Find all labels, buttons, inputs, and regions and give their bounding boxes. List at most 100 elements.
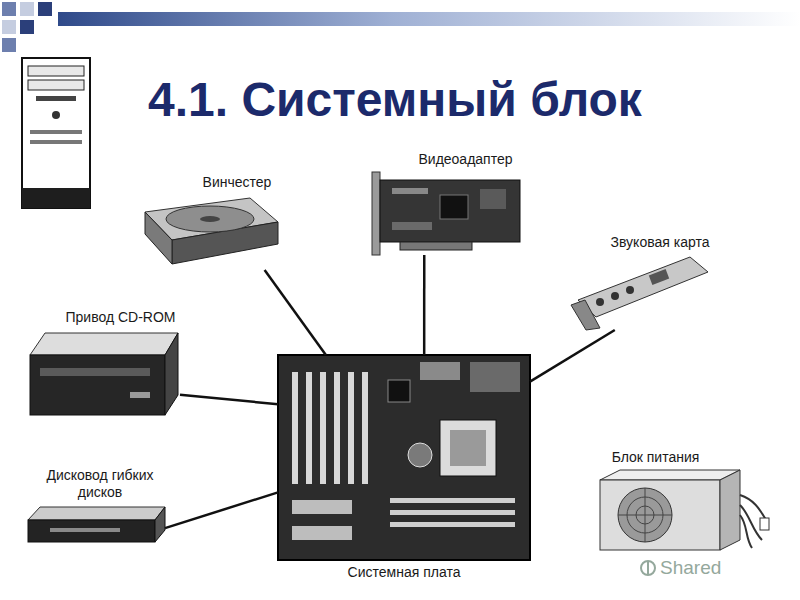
sound-card-picture [578,257,708,317]
cd-rom-picture [165,333,178,415]
connector-line [265,270,326,355]
cd-rom-picture [40,368,150,376]
sound-card-picture [596,298,604,306]
header-decoration [2,2,16,16]
sound-card-picture [649,269,669,285]
tower-picture [36,96,76,101]
cd-rom-picture [130,392,150,398]
motherboard-picture [362,372,368,484]
motherboard-picture [292,500,352,514]
cd-rom-picture [30,333,178,355]
hard-drive-picture [166,206,254,232]
motherboard-picture [408,443,432,467]
power-supply-picture [600,470,769,550]
component-area [25,505,165,547]
header-decoration [58,12,800,26]
watermark-icon [641,561,655,575]
connector-line [165,492,278,528]
power-supply-picture [618,488,672,542]
video-card-picture [400,242,472,250]
motherboard-picture [390,510,515,515]
connector-line [180,395,278,404]
sound-card-picture [626,286,634,294]
watermark-icon [647,561,649,575]
header-decoration [20,2,34,16]
component-label: Звуковая карта [611,234,710,251]
component-node: Винчестер [140,174,280,270]
component-label: Блок питания [612,449,700,466]
video-card-picture [372,172,520,255]
power-supply-picture [645,488,646,542]
video-card-picture [392,222,432,230]
motherboard-picture [292,526,352,540]
motherboard-picture [348,372,354,484]
hard-drive-picture [200,216,220,222]
power-supply-picture [600,480,720,550]
tower-picture [22,58,90,208]
component-area [25,330,180,420]
video-card-picture [392,188,428,194]
motherboard-picture [390,498,515,503]
component-area [278,355,530,560]
cd-rom-picture [30,333,178,415]
slide-title: 4.1. Системный блок [148,74,642,127]
tower-picture [30,140,82,144]
component-label: Привод CD-ROM [65,309,175,326]
video-card-picture [380,180,520,242]
tower-picture [28,66,84,76]
video-card-picture [372,172,380,255]
component-area [370,172,525,255]
video-card-picture [480,189,506,209]
motherboard-picture [292,372,298,484]
component-label: Винчестер [203,174,272,191]
component-label: Дисковод гибких дисков [35,467,165,501]
power-supply-picture [740,495,766,520]
motherboard-picture [388,380,410,402]
watermark-text: Shared [660,558,721,579]
component-node: Системная плата [278,355,530,581]
tower-picture [22,58,90,208]
motherboard-picture [390,522,515,527]
motherboard-picture [278,355,530,560]
header-decoration [38,2,52,16]
floppy-drive-picture [155,507,165,542]
component-node: Блок питания [595,449,770,555]
header-decoration [2,2,800,52]
tower-picture [30,130,82,134]
power-supply-picture [720,470,740,550]
watermark-icon [641,561,655,575]
connector-line [423,255,426,355]
power-supply-picture [600,470,740,480]
hard-drive-picture [145,198,278,264]
component-area [140,195,280,270]
sound-card-picture [571,257,708,330]
component-label: Видеоадаптер [418,151,512,168]
motherboard-picture [440,420,496,476]
motherboard-picture [420,362,460,380]
power-supply-picture [740,515,752,548]
floppy-drive-picture [50,528,120,532]
component-label: Системная плата [348,564,461,581]
power-supply-picture [760,518,769,530]
motherboard-picture [450,430,486,466]
floppy-drive-picture [28,507,165,542]
motherboard-picture [334,372,340,484]
tower-picture [28,80,84,90]
motherboard-picture [306,372,312,484]
sound-card-picture [571,300,600,330]
tower-picture [52,111,60,119]
motherboard-picture [470,362,520,392]
tower-picture [22,188,90,208]
component-node: Привод CD-ROM [25,309,180,420]
component-node: Видеоадаптер [370,151,525,255]
component-node: Дисковод гибких дисков [25,467,165,547]
header-decoration [20,20,34,34]
video-card-picture [440,195,468,219]
header-decoration [2,20,16,34]
floppy-drive-picture [28,507,165,520]
header-decoration [2,38,16,52]
component-area [570,255,710,330]
component-node: Звуковая карта [570,234,710,330]
connector-line [530,330,615,382]
floppy-drive-picture [28,520,155,542]
